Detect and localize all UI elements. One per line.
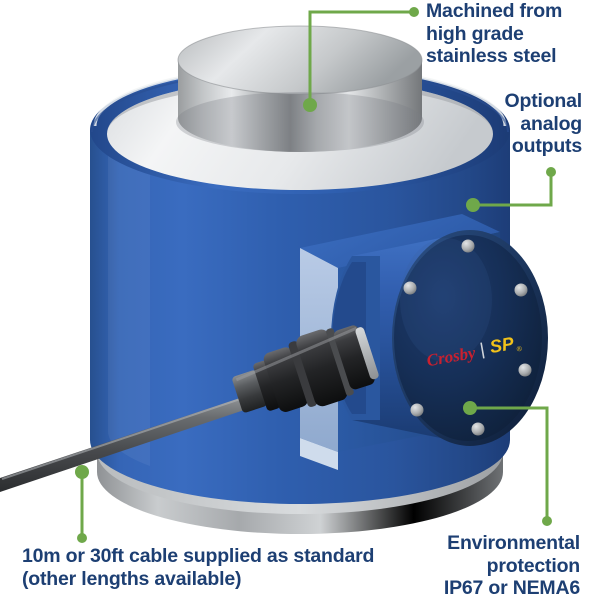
logo-trademark: ® bbox=[516, 345, 523, 354]
leader-cable bbox=[75, 465, 89, 543]
callout-environmental-protection: Environmental protection IP67 or NEMA6 bbox=[443, 532, 580, 600]
steel-load-button bbox=[176, 25, 424, 152]
leader-analog-outputs bbox=[466, 167, 556, 212]
logo-separator bbox=[480, 342, 485, 359]
leader-lines bbox=[75, 7, 556, 543]
callout-machined-steel: Machined from high grade stainless steel bbox=[426, 0, 563, 68]
cable-gland bbox=[232, 325, 379, 413]
end-cap-housing: Crosby SP ® bbox=[331, 230, 548, 446]
cable-assembly bbox=[0, 325, 379, 492]
callout-cable-length: 10m or 30ft cable supplied as standard (… bbox=[22, 545, 375, 590]
leader-machined-steel bbox=[303, 7, 419, 112]
logo-subbrand-text: SP bbox=[488, 333, 516, 357]
cable bbox=[0, 392, 262, 492]
leader-environmental bbox=[463, 401, 552, 526]
cap-bolts bbox=[403, 239, 532, 436]
callout-analog-outputs: Optional analog outputs bbox=[504, 90, 583, 158]
